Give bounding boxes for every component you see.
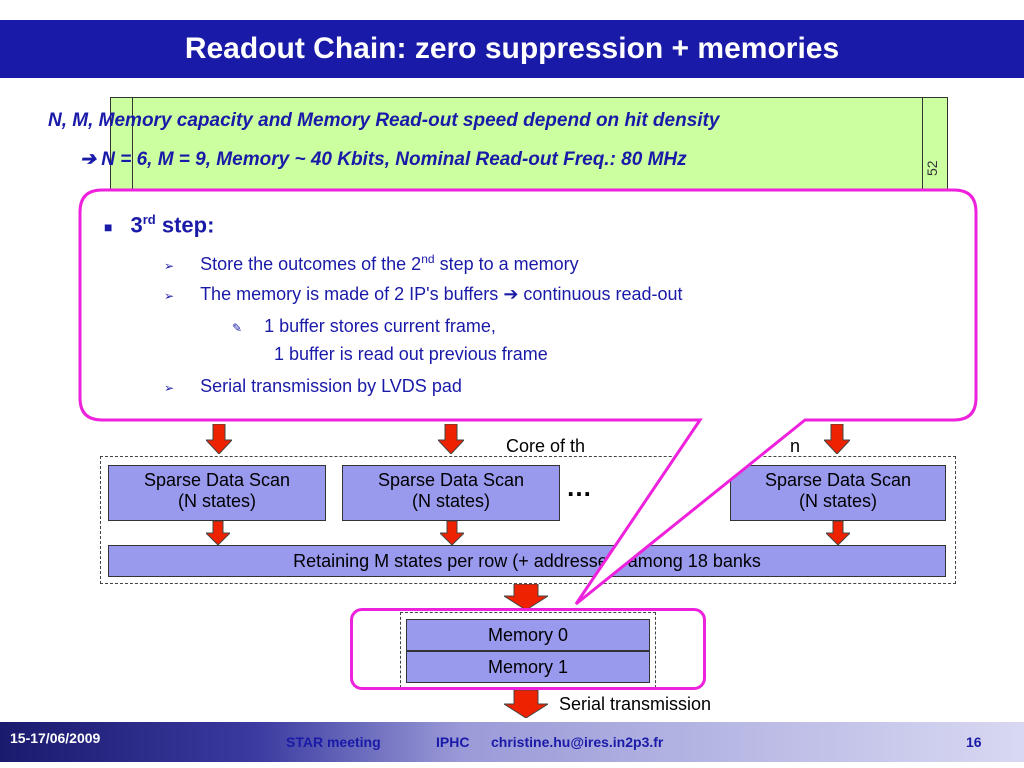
sds-label: Sparse Data Scan (143, 470, 291, 490)
item4-text: Serial transmission by LVDS pad (200, 376, 462, 396)
sds-label: Sparse Data Scan (377, 470, 525, 490)
footer-date: 15-17/06/2009 (10, 730, 101, 746)
sds-sublabel: (N states) (411, 491, 490, 511)
item2-text-b: continuous read-out (523, 284, 683, 304)
callout-item-1: ➢ Store the outcomes of the 2nd step to a… (164, 252, 579, 275)
page-number: 16 (966, 734, 982, 750)
memory-1-box: Memory 1 (406, 651, 650, 683)
step-number: 3 (130, 212, 143, 238)
retaining-bar: Retaining M states per row (+ addresses)… (108, 545, 946, 577)
callout-item-3: ✎ 1 buffer stores current frame, (232, 316, 496, 337)
sds-label: Sparse Data Scan (764, 470, 912, 490)
memory-0-box: Memory 0 (406, 619, 650, 651)
item1-text-b: step to a memory (439, 254, 579, 274)
arrow-down-icon (440, 521, 464, 545)
intro-line-2-text: N = 6, M = 9, Memory ~ 40 Kbits, Nominal… (101, 149, 687, 170)
arrow-down-icon (824, 424, 850, 454)
ellipsis: … (566, 472, 592, 502)
chevron-bullet-icon: ➢ (164, 289, 175, 303)
footer-email: christine.hu@ires.in2p3.fr (491, 734, 664, 750)
sds-sublabel: (N states) (798, 491, 877, 511)
intro-line-1: N, M, Memory capacity and Memory Read-ou… (48, 110, 720, 131)
arrow-down-icon (206, 521, 230, 545)
footer-org: IPHC (436, 734, 470, 750)
arrow-down-icon (504, 690, 548, 718)
slide-title: Readout Chain: zero suppression + memori… (184, 32, 840, 65)
item1-text-a: Store the outcomes of the 2 (200, 254, 422, 274)
intro-arrow-icon: ➔ (80, 149, 96, 170)
core-label-text: Core of th (506, 436, 586, 456)
memory-highlight (350, 608, 706, 690)
arrow-down-icon (438, 424, 464, 454)
arrow-down-icon (504, 584, 548, 610)
sds-sublabel: (N states) (177, 491, 256, 511)
callout-item-4: ➢ Serial transmission by LVDS pad (164, 376, 462, 397)
step-sup: rd (142, 212, 156, 227)
chevron-bullet-icon: ➢ (164, 381, 175, 395)
footer-meeting: STAR meeting (286, 734, 381, 750)
sparse-data-scan-box: Sparse Data Scan (N states) (342, 465, 560, 521)
arrow-down-icon (826, 521, 850, 545)
chevron-bullet-icon: ➢ (164, 259, 175, 273)
sparse-data-scan-box: Sparse Data Scan (N states) (730, 465, 946, 521)
intro-line-2: ➔ N = 6, M = 9, Memory ~ 40 Kbits, Nomin… (80, 148, 687, 171)
step-text: step: (161, 212, 215, 238)
core-label: Core of th (506, 436, 585, 457)
title-bar: Readout Chain: zero suppression + memori… (0, 20, 1024, 78)
core-label-end: n (790, 436, 801, 456)
pixel-array-panel (110, 97, 948, 199)
footer-bar (0, 722, 1024, 762)
sparse-data-scan-box: Sparse Data Scan (N states) (108, 465, 326, 521)
panel-left-column (110, 97, 133, 197)
panel-right-column (922, 97, 947, 197)
callout-item-2: ➢The memory is made of 2 IP's buffers ➔ … (164, 284, 683, 305)
item3-line1: 1 buffer stores current frame, (264, 316, 496, 336)
item2-text-a: The memory is made of 2 IP's buffers (200, 284, 499, 304)
item1-sup: nd (421, 252, 435, 266)
pencil-bullet-icon: ✎ (232, 321, 243, 335)
serial-label: Serial transmission (559, 694, 712, 714)
square-bullet-icon: ■ (104, 219, 113, 236)
arrow-down-icon (206, 424, 232, 454)
callout-item-3-line2: 1 buffer is read out previous frame (274, 344, 548, 364)
step-heading: ■ 3rd step: (104, 212, 214, 238)
arrow-right-icon: ➔ (503, 284, 519, 304)
